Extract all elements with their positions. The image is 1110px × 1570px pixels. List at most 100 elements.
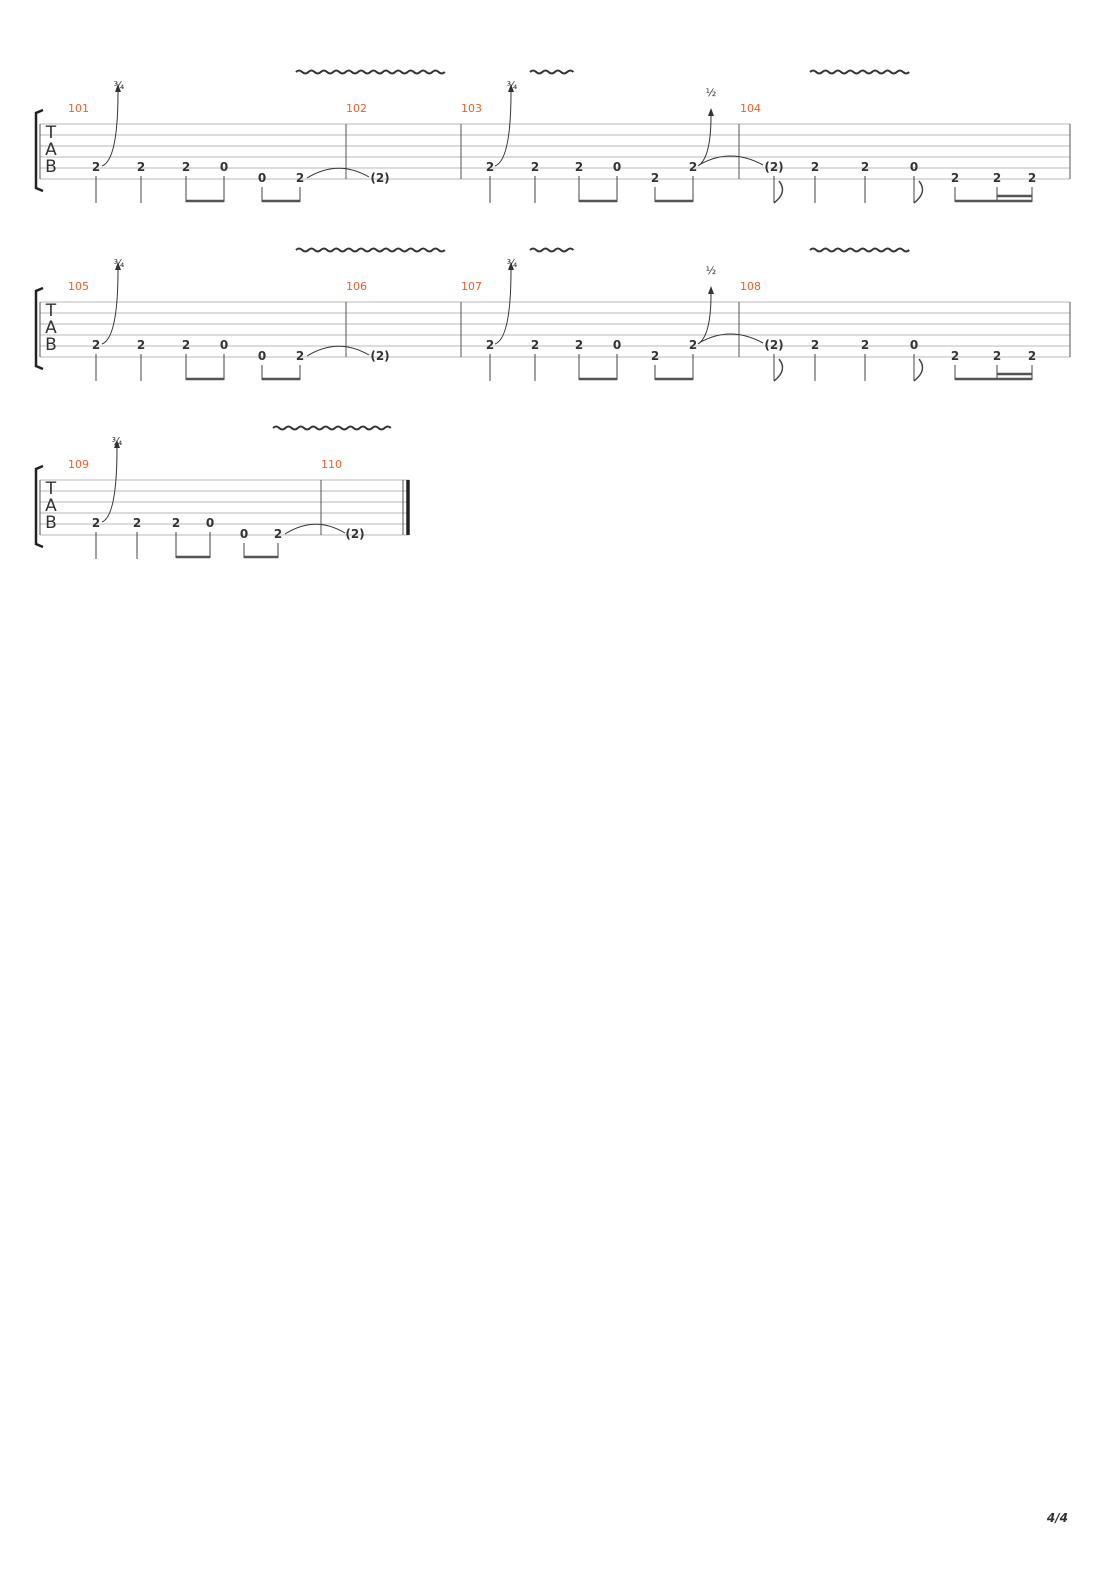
vibrato-line [529, 247, 575, 253]
fret-number: 2 [951, 171, 959, 185]
tab-label-b: B [45, 157, 57, 177]
fret-number: 0 [258, 171, 266, 185]
bend-curve [494, 269, 512, 345]
note-flag [913, 180, 924, 204]
tie-arc [284, 523, 346, 535]
measure-number: 105 [68, 280, 89, 293]
bend-amount: ½ [706, 86, 717, 99]
bend-amount: ¾ [112, 435, 123, 448]
fret-number: 2 [92, 516, 100, 530]
beams [186, 372, 1032, 381]
bend-curve [101, 91, 119, 167]
bend-marks [101, 269, 712, 345]
staff-lines [40, 479, 409, 536]
staff-lines [40, 301, 1070, 358]
bend-arrow-head [115, 262, 121, 270]
vibrato-line [295, 247, 446, 253]
fret-number: (2) [764, 338, 783, 352]
bend-curve [101, 269, 119, 345]
rhythm-stems [95, 176, 1033, 203]
measure-number: 104 [740, 102, 761, 115]
fret-number: 2 [1028, 349, 1036, 363]
system-bracket [34, 108, 44, 193]
tie-arc [306, 345, 370, 357]
tab-label-t: T [45, 479, 57, 499]
bend-arrow-head [114, 440, 120, 448]
fret-number: 2 [861, 338, 869, 352]
fret-number: 2 [133, 516, 141, 530]
fret-number: 0 [240, 527, 248, 541]
fret-number: 2 [486, 160, 494, 174]
measure-number: 101 [68, 102, 89, 115]
fret-number: 0 [220, 160, 228, 174]
tab-label-a: A [45, 496, 57, 516]
fret-number: 2 [274, 527, 282, 541]
bend-arrow-head [708, 286, 714, 294]
fret-number: 2 [531, 338, 539, 352]
fret-number: 0 [258, 349, 266, 363]
vibrato-line [809, 69, 910, 75]
system-bracket [34, 286, 44, 371]
fret-number: 2 [993, 171, 1001, 185]
system-bracket [34, 464, 44, 549]
fret-number: 2 [172, 516, 180, 530]
fret-number: 2 [92, 160, 100, 174]
tab-label-t: T [45, 123, 57, 143]
rhythm-stems [95, 354, 1033, 381]
fret-number: (2) [370, 349, 389, 363]
bend-marks [101, 91, 712, 167]
measure-number: 107 [461, 280, 482, 293]
tab-label-t: T [45, 301, 57, 321]
note-flags [773, 358, 924, 382]
measure-number: 110 [321, 458, 342, 471]
note-flag [773, 180, 784, 204]
system-1: T A B 101 102 103 104 [34, 69, 1071, 204]
bend-arrow-head [115, 84, 121, 92]
rhythm-stems [95, 532, 279, 559]
fret-number: 2 [811, 160, 819, 174]
bend-arrow-head [708, 108, 714, 116]
fret-number: 0 [220, 338, 228, 352]
measure-number: 109 [68, 458, 89, 471]
system-2: T A B 105 106 107 108 ¾ ¾ ½ [34, 247, 1071, 382]
fret-number: 2 [531, 160, 539, 174]
fret-number: (2) [370, 171, 389, 185]
fret-number: 2 [951, 349, 959, 363]
note-flags [773, 180, 924, 204]
measure-number: 106 [346, 280, 367, 293]
bend-arrow-head [508, 262, 514, 270]
fret-number: (2) [345, 527, 364, 541]
bend-marks [101, 447, 118, 523]
bend-amount: ¾ [114, 79, 125, 92]
tie-marks [306, 333, 764, 357]
fret-number: 2 [137, 338, 145, 352]
fret-number: 2 [1028, 171, 1036, 185]
vibrato-line [529, 69, 575, 75]
fret-number: 0 [910, 338, 918, 352]
fret-number: 2 [137, 160, 145, 174]
measure-number: 108 [740, 280, 761, 293]
bend-amount: ¾ [507, 257, 518, 270]
fret-number: 2 [689, 160, 697, 174]
bend-amount: ¾ [507, 79, 518, 92]
tie-marks [306, 155, 764, 179]
fret-number: 2 [993, 349, 1001, 363]
fret-number: 0 [910, 160, 918, 174]
fret-number: (2) [764, 160, 783, 174]
fret-number: 2 [575, 160, 583, 174]
fret-number: 2 [92, 338, 100, 352]
tab-label-a: A [45, 140, 57, 160]
fret-number: 2 [861, 160, 869, 174]
fret-number: 0 [613, 160, 621, 174]
bend-curve [494, 91, 512, 167]
fret-number: 0 [613, 338, 621, 352]
bend-amount: ½ [706, 264, 717, 277]
system-3: T A B 109 110 ¾ 2 2 2 0 0 2 (2) [34, 425, 410, 559]
fret-number: 2 [296, 171, 304, 185]
fret-number: 2 [296, 349, 304, 363]
tab-label-b: B [45, 335, 57, 355]
fret-number: 2 [486, 338, 494, 352]
note-flag [913, 358, 924, 382]
fret-number: 2 [651, 171, 659, 185]
